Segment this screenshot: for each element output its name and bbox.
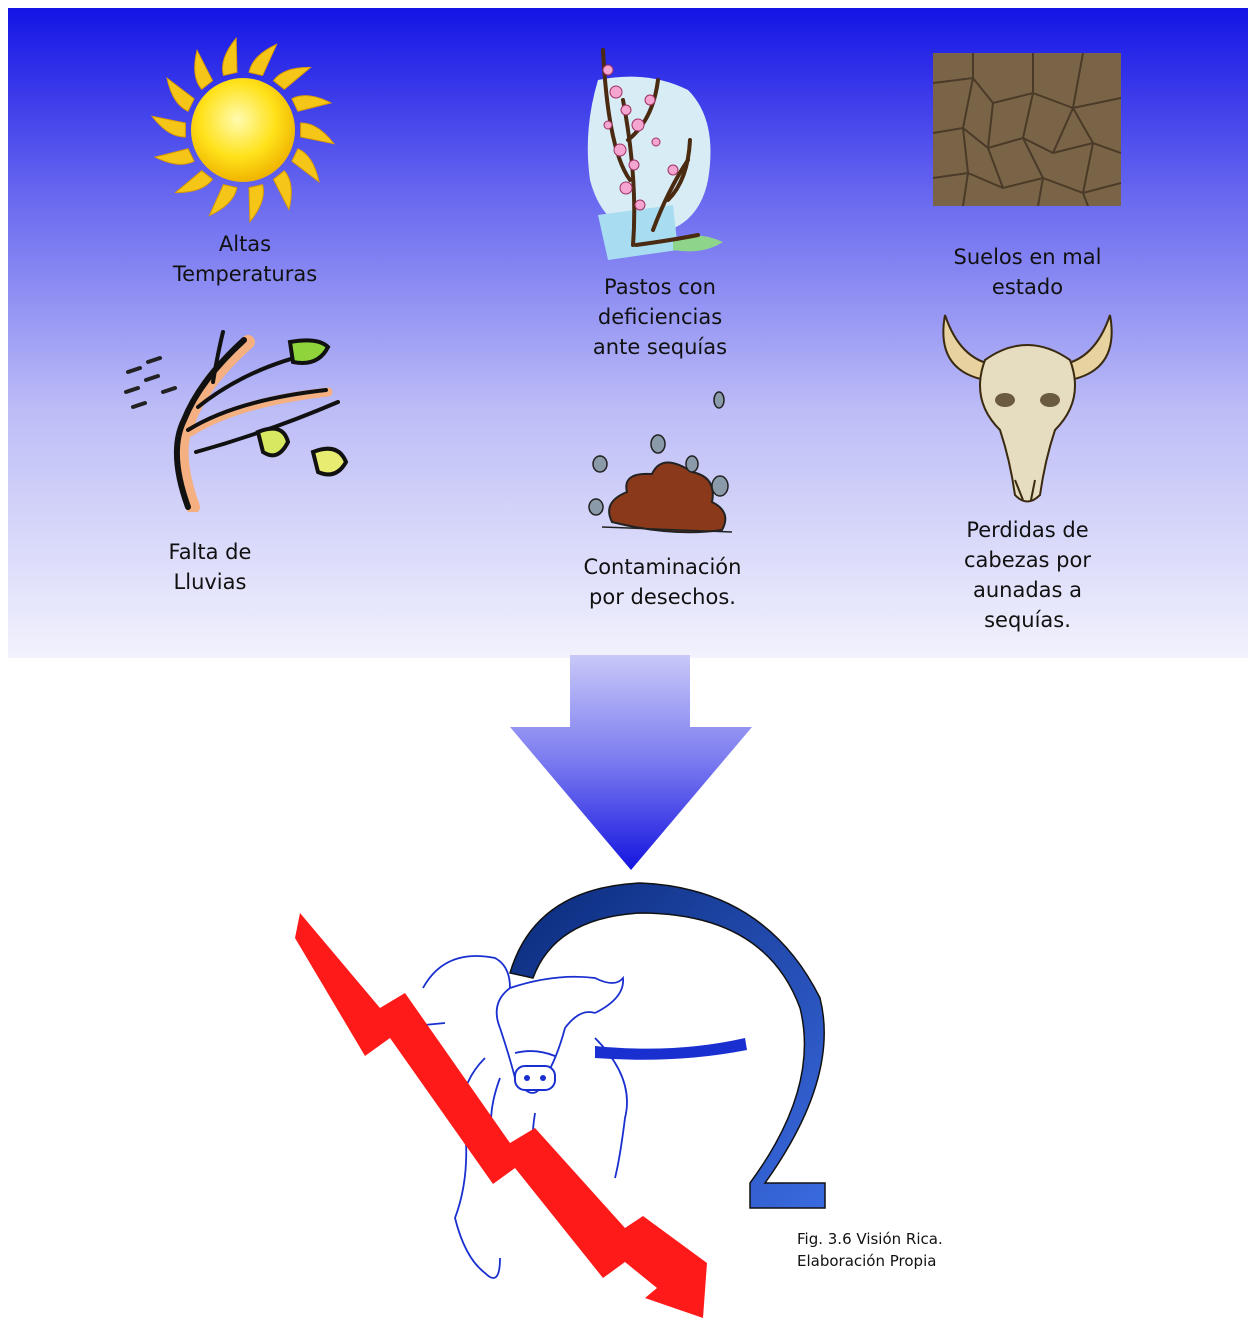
sun-ray [155, 149, 194, 165]
cattle-skull-icon [935, 310, 1120, 510]
sun-icon [140, 35, 350, 225]
sun-ray [223, 38, 237, 75]
sun-ray [167, 78, 194, 111]
sun-ray [209, 185, 237, 216]
blossom-branch-icon [578, 30, 728, 270]
sun-ray [273, 171, 291, 210]
label-falta-lluvias: Falta de Lluvias [120, 537, 300, 597]
label-altas-temperaturas: Altas Temperaturas [140, 229, 350, 289]
sun-ray [301, 123, 334, 144]
cattle-decline-illustration [295, 878, 835, 1318]
sun-ray [292, 96, 331, 112]
sun-ray [249, 185, 263, 222]
down-arrow [510, 655, 752, 870]
sun-ray [292, 149, 319, 182]
sun-ray [195, 50, 213, 89]
windy-tree-icon [118, 322, 358, 512]
figure-caption: Fig. 3.6 Visión Rica. Elaboración Propia [797, 1228, 943, 1272]
cracked-soil-image [933, 53, 1121, 206]
dung-flies-icon [582, 382, 747, 542]
label-suelos: Suelos en mal estado [920, 242, 1135, 302]
sun-ray [176, 171, 213, 193]
sun-ray [249, 44, 277, 75]
label-perdidas: Perdidas de cabezas por aunadas a sequía… [920, 515, 1135, 635]
sun-ray [273, 67, 310, 89]
label-contaminacion: Contaminación por desechos. [550, 552, 775, 612]
decline-arrow [295, 913, 707, 1318]
label-pastos: Pastos con deficiencias ante sequías [560, 272, 760, 362]
sun-ray [152, 116, 185, 137]
